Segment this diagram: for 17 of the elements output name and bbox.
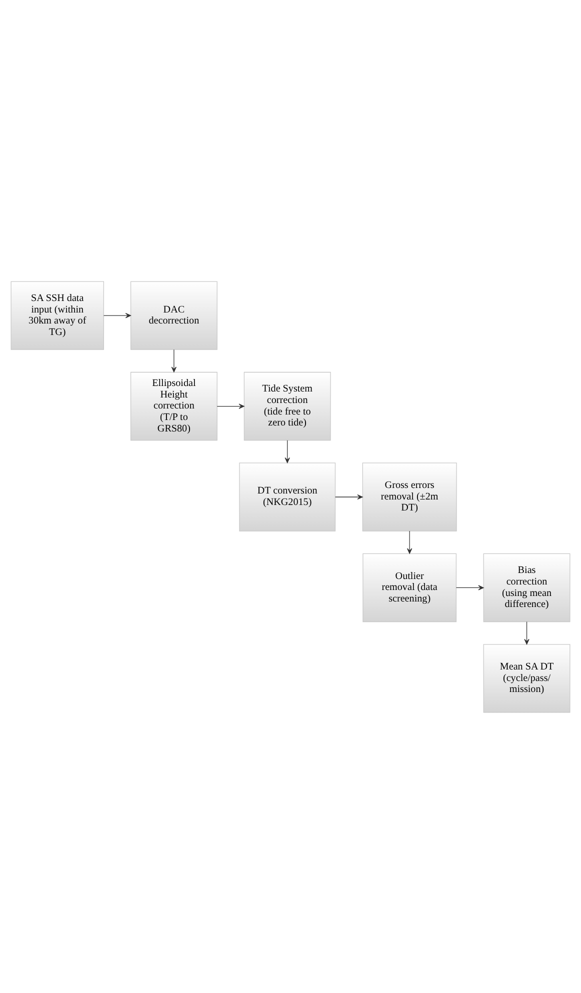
arrow xyxy=(103,312,132,318)
node-box: Outlier removal (data screening) xyxy=(362,552,457,622)
arrow xyxy=(407,530,412,554)
node-box: SA SSH data input (within 30km away of TG) xyxy=(10,280,104,350)
node-box: Tide System correction (tide free to zero tide) xyxy=(244,371,331,440)
node-box: Ellipsoidal Height correction (T/P to GRS80) xyxy=(130,371,218,440)
arrow xyxy=(335,494,363,500)
arrow xyxy=(524,620,530,644)
node-box: Gross errors removal (±2m DT) xyxy=(362,462,457,531)
node-box: DT conversion (NKG2015) xyxy=(239,462,336,531)
arrow xyxy=(171,348,177,372)
arrow xyxy=(284,440,290,463)
arrow xyxy=(456,584,484,590)
arrow xyxy=(216,403,244,408)
node-box: Mean SA DT (cycle/pass/ mission) xyxy=(483,644,570,712)
node-box: Bias correction (using mean difference) xyxy=(483,552,570,622)
node-box: DAC decorrection xyxy=(130,280,218,350)
